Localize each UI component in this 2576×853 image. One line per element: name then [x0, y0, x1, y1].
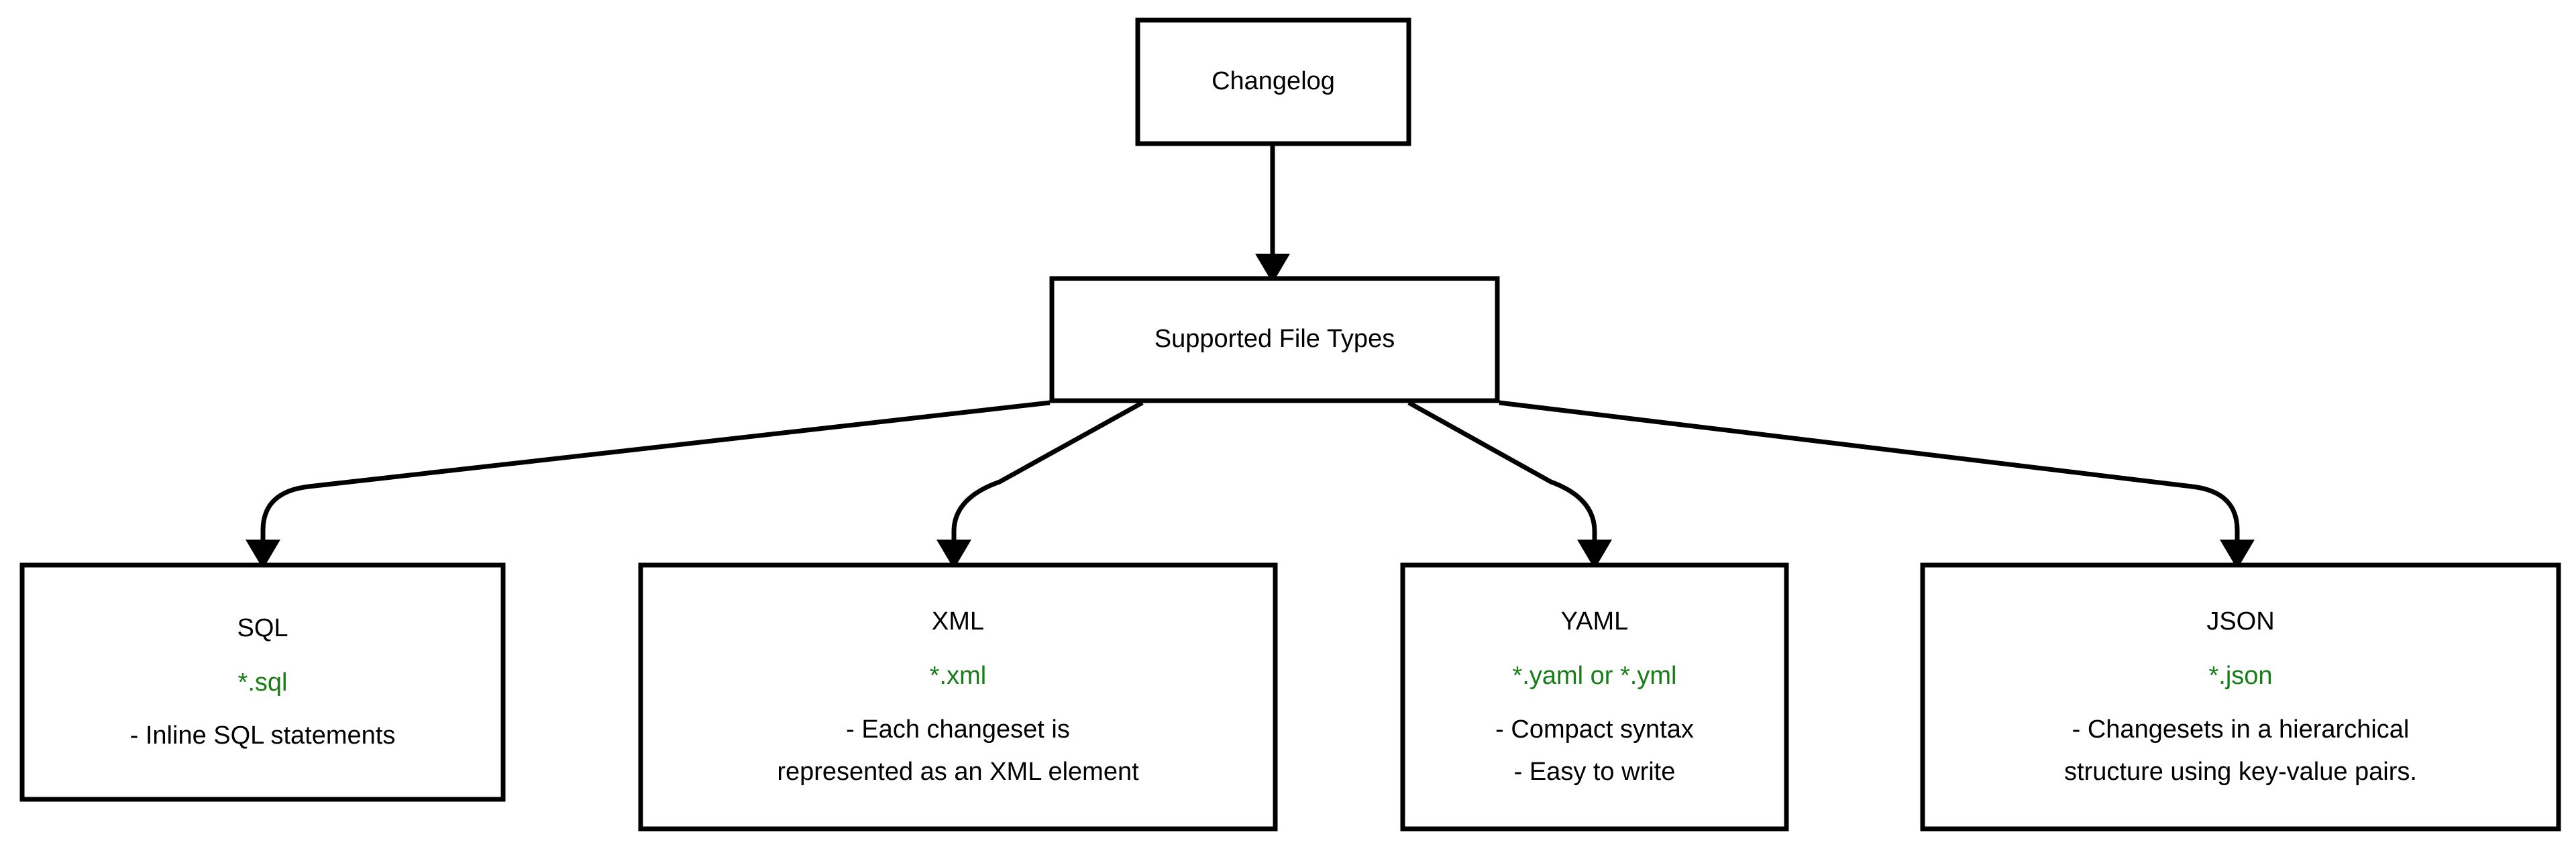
edge-supported-to-xml	[936, 400, 1144, 569]
edge-supported-to-json	[1499, 400, 2255, 569]
edge-supported-to-sql	[246, 400, 1051, 569]
node-box-supported[interactable]	[1049, 276, 1500, 403]
node-box-sql[interactable]	[19, 562, 506, 802]
edge-supported-to-yaml	[1407, 400, 1612, 569]
node-box-xml[interactable]	[638, 562, 1278, 832]
edge-changelog-to-supported	[1255, 146, 1290, 283]
node-box-yaml[interactable]	[1400, 562, 1789, 832]
node-box-changelog[interactable]	[1135, 17, 1411, 146]
node-box-json[interactable]	[1920, 562, 2561, 832]
